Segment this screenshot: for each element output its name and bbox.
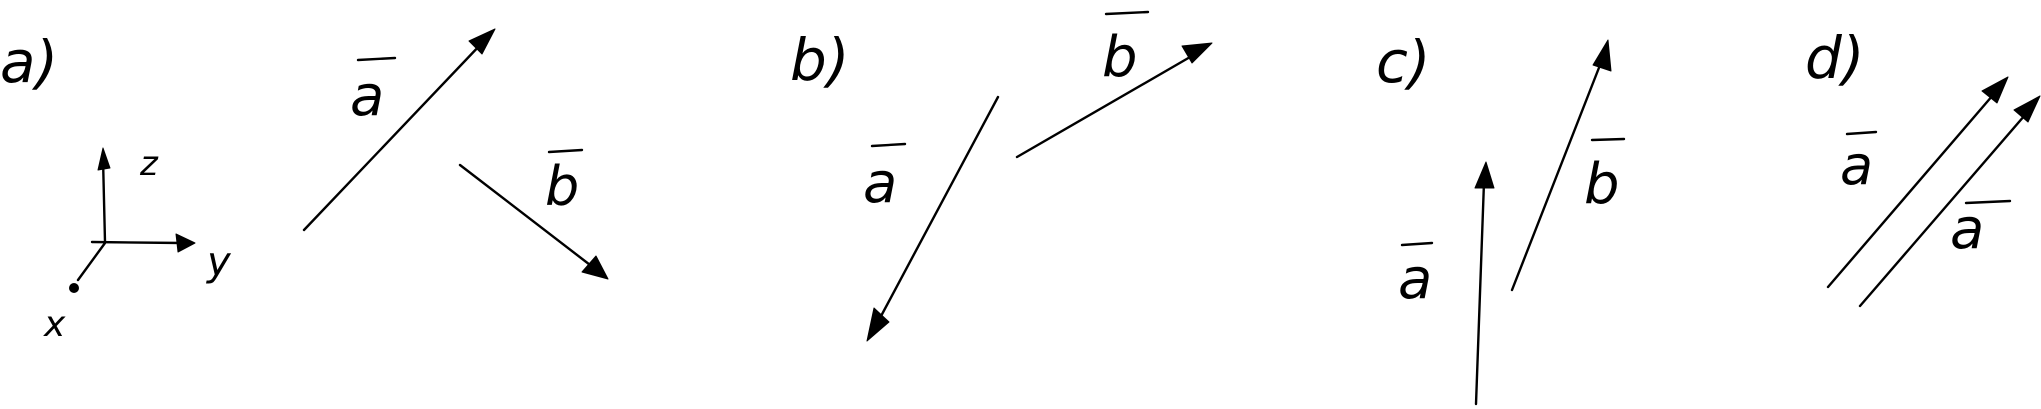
vector-a-bar [1845,130,1878,136]
vector-b-arrowhead [581,255,609,280]
panel-b: b) a b [790,10,1213,342]
panel-a: a) z y x a b [0,28,609,345]
vector-second-a-arrow [1858,113,2027,308]
vector-b-arrow [1510,58,1604,292]
vector-a-arrowhead [1474,161,1495,189]
vector-b-arrowhead [1181,42,1213,64]
z-axis [101,156,107,244]
panel-d: d) a a [1805,24,2041,308]
vector-a-arrow [1474,180,1486,406]
vector-b-label: b [545,155,579,218]
vector-b-bar [1590,137,1626,142]
panel-c: c) a b [1376,28,1626,406]
axis-label-z: z [139,144,159,184]
vector-a-bar [870,142,907,148]
panel-d-label: d) [1805,24,1864,92]
x-axis-arrowhead [69,283,79,293]
vector-b-arrowhead [1592,39,1612,72]
vector-a-label: a [1398,247,1432,312]
axis-label-x: x [43,304,66,345]
panel-a-label: a) [0,28,58,96]
z-axis-arrowhead [97,147,111,171]
vector-a-label: a [350,64,384,129]
vector-a-arrowhead [866,307,890,342]
y-axis [90,240,184,245]
vector-a-bar [356,56,397,62]
vector-second-a-arrowhead [2013,95,2041,123]
x-axis [76,241,107,282]
vector-b-label: b [1102,25,1138,90]
vector-b-arrow [458,163,596,270]
vector-second-a-bar [1964,199,2012,205]
vector-a-bar [1400,241,1434,247]
panel-b-label: b) [790,26,849,94]
vector-a-arrow [302,41,484,232]
panel-c-label: c) [1376,28,1431,96]
vector-b-arrow [1015,51,1199,159]
vector-second-a-label: a [1950,197,1984,262]
vector-b-bar [1104,10,1150,16]
vector-a-arrow [1826,93,1995,289]
y-axis-arrowhead [175,233,196,253]
vector-a-arrowhead [468,28,496,55]
vector-a-arrow [878,95,1000,320]
vector-a-label: a [863,151,897,216]
vector-a-arrowhead [1981,76,2009,104]
vector-a-label: a [1840,134,1873,197]
axis-label-y: y [206,239,232,285]
vector-b-bar [547,148,584,154]
coordinate-axes: z y x [43,144,232,345]
vector-b-label: b [1584,152,1620,217]
